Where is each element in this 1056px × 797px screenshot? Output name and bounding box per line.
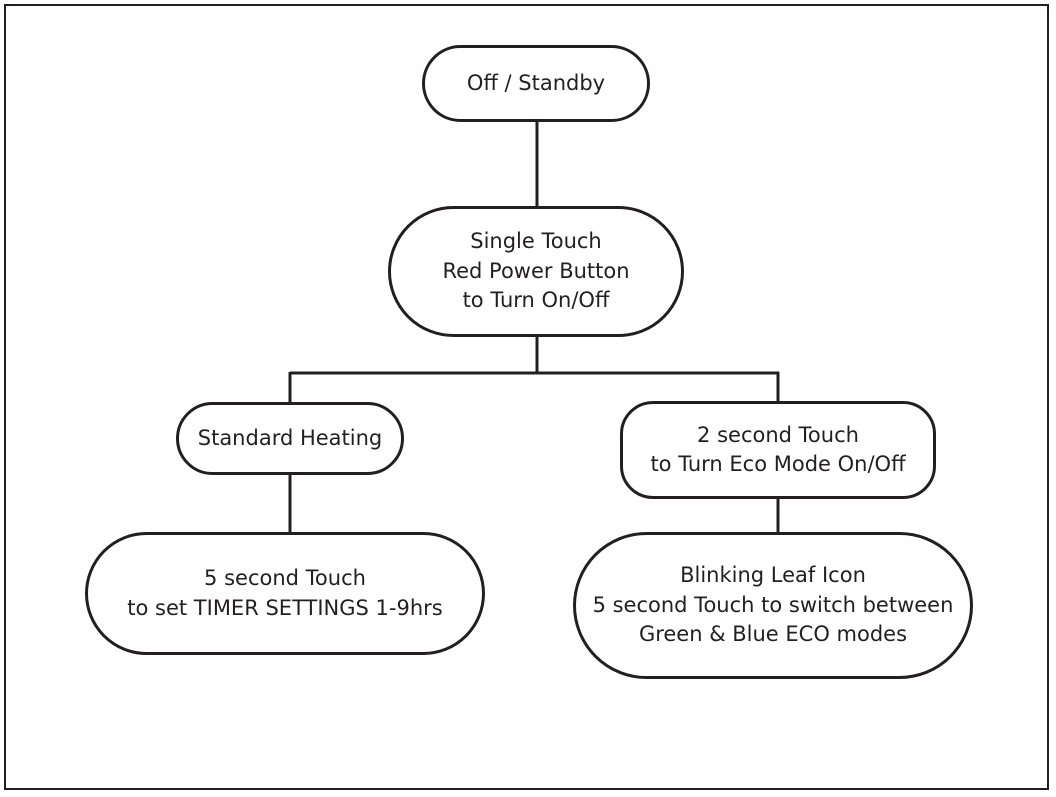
node-text-line: Standard Heating (197, 425, 383, 450)
diagram-frame (4, 4, 1049, 790)
node-text-line: Blinking Leaf Icon (680, 563, 866, 588)
node-text-line: 5 second Touch (204, 566, 366, 590)
node-text-line: to Turn On/Off (462, 288, 610, 313)
node-text-line: 5 second Touch to switch between (592, 592, 954, 617)
node-text-line: Green & Blue ECO modes (638, 622, 908, 647)
node-text-line: 2 second Touch (697, 422, 859, 447)
node-text-line: Red Power Button (442, 258, 630, 283)
timer-settings-node: 5 second Touch to set TIMER SETTINGS 1-9… (85, 532, 485, 655)
standard-heating-node: Standard Heating (176, 402, 404, 475)
node-text-line: to set TIMER SETTINGS 1-9hrs (127, 595, 443, 620)
off-standby-node: Off / Standby (422, 45, 650, 122)
blinking-leaf-node: Blinking Leaf Icon 5 second Touch to swi… (573, 532, 973, 679)
eco-mode-node: 2 second Touch to Turn Eco Mode On/Off (620, 401, 936, 499)
node-text-line: to Turn Eco Mode On/Off (650, 452, 906, 476)
node-text-line: Off / Standby (466, 70, 606, 95)
node-text-line: Single Touch (470, 229, 602, 254)
power-button-node: Single Touch Red Power Button to Turn On… (388, 206, 684, 337)
